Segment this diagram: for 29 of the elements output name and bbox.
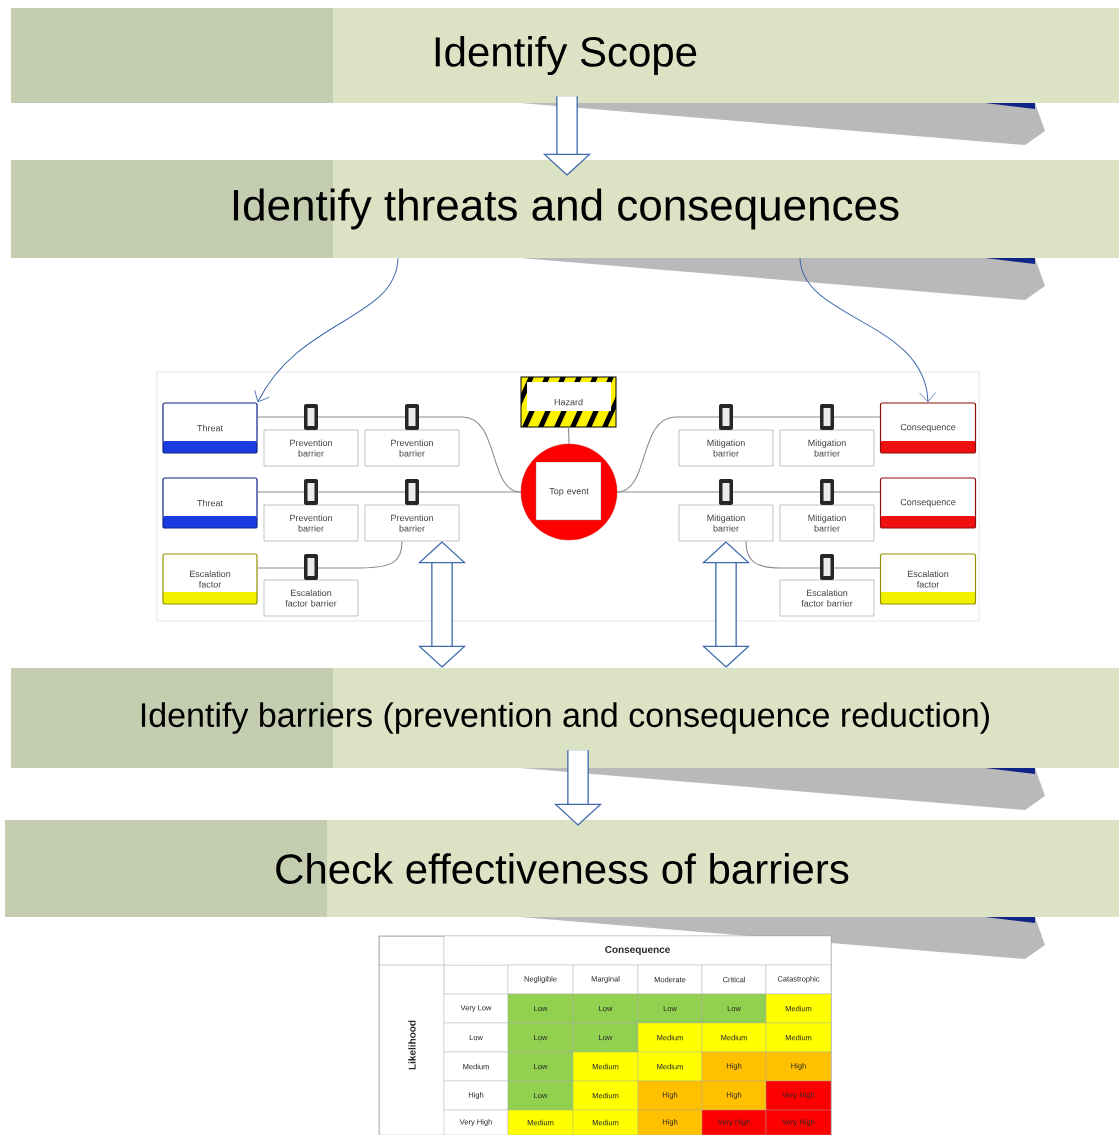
hazard-sign: Hazard	[520, 376, 617, 428]
connector-line	[745, 540, 881, 569]
curved-arrow	[799, 257, 937, 403]
connector-line	[567, 426, 570, 445]
barrier-box: Escalation factor barrier	[779, 579, 875, 617]
event-box: Escalation factor	[162, 553, 258, 605]
barrier-box: Escalation factor barrier	[263, 579, 359, 617]
step-band: Check effectiveness of barriers	[5, 820, 1119, 917]
block-arrow	[417, 541, 467, 668]
barrier-box: Mitigation barrier	[678, 429, 774, 467]
event-box: Threat	[162, 402, 258, 454]
connector-line	[616, 491, 881, 493]
connector-line	[257, 540, 403, 569]
diagram-frame	[156, 371, 980, 622]
barrier-box: Mitigation barrier	[779, 429, 875, 467]
barrier-box: Prevention barrier	[263, 504, 359, 542]
step-band: Identify threats and consequences	[11, 160, 1119, 258]
connector-line	[257, 491, 522, 493]
barrier-box: Prevention barrier	[364, 429, 460, 467]
step-band: Identify Scope	[11, 8, 1119, 103]
event-box: Escalation factor	[879, 553, 977, 605]
event-box: Consequence	[879, 402, 977, 454]
step-band: Identify barriers (prevention and consequence reduction)	[11, 668, 1119, 768]
event-box: Consequence	[879, 477, 977, 529]
barrier-box: Prevention barrier	[263, 429, 359, 467]
block-arrow	[701, 541, 751, 668]
curved-arrow	[254, 257, 399, 403]
event-box: Threat	[162, 477, 258, 529]
barrier-box: Mitigation barrier	[779, 504, 875, 542]
